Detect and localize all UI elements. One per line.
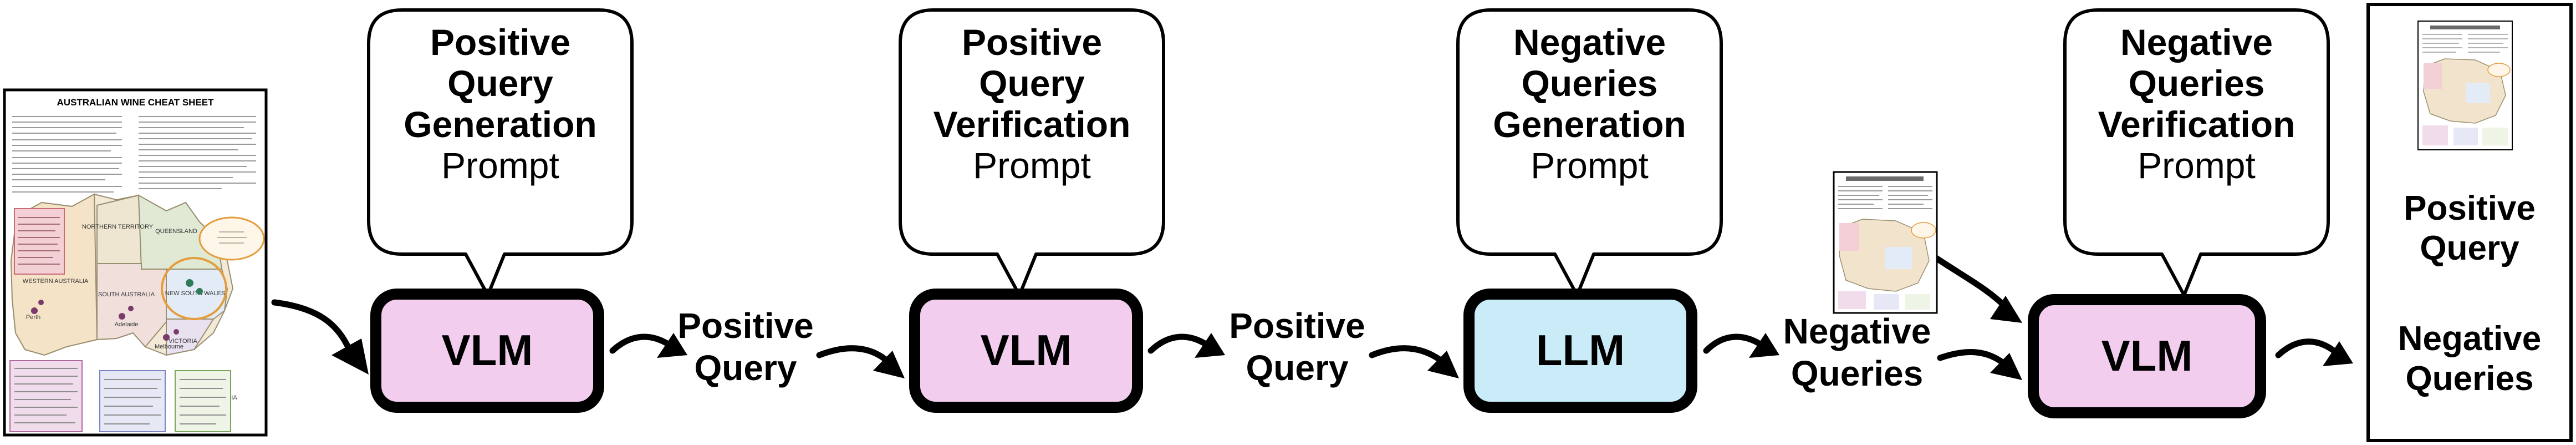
model-box-1 xyxy=(370,289,604,413)
document-bottom-boxes xyxy=(9,360,231,432)
output-2-line-2: Query xyxy=(1246,347,1349,388)
prompt-2-line-1: Positive xyxy=(961,22,1103,63)
final-output-box xyxy=(2366,3,2573,442)
prompt-4-line-4: Prompt xyxy=(2138,144,2256,186)
model-box-3 xyxy=(1463,289,1697,413)
prompt-3-line-3: Generation xyxy=(1493,103,1686,145)
map-label-wa: WESTERN AUSTRALIA xyxy=(23,278,89,285)
output-label-3: Negative Queries xyxy=(1768,311,1946,395)
prompt-1-line-1: Positive xyxy=(430,22,571,63)
model-box-2 xyxy=(909,289,1143,413)
map-label-adelaide: Adelaide xyxy=(115,321,139,328)
output-1-line-2: Query xyxy=(694,347,797,388)
map-label-sa: SOUTH AUSTRALIA xyxy=(98,291,155,298)
document-title: AUSTRALIAN WINE CHEAT SHEET xyxy=(57,97,214,108)
prompt-bubble-2 xyxy=(899,8,1165,297)
model-label-4: VLM xyxy=(2101,331,2193,381)
arrow-vlm2-to-label2 xyxy=(1147,333,1209,354)
document-text-lines xyxy=(12,116,256,193)
prompt-4-line-2: Queries xyxy=(2128,62,2265,104)
output-3-line-2: Queries xyxy=(1791,353,1924,393)
model-label-3: LLM xyxy=(1536,326,1625,375)
arrow-doc-to-vlm1 xyxy=(271,299,353,353)
prompt-2-line-2: Query xyxy=(979,62,1085,104)
prompt-text-1: Positive Query Generation Prompt xyxy=(374,22,626,186)
map-label-nt: NORTHERN TERRITORY xyxy=(82,224,154,230)
output-label-2: Positive Query xyxy=(1217,305,1378,389)
output-1-line-1: Positive xyxy=(677,306,814,346)
prompt-1-line-3: Generation xyxy=(404,103,597,145)
map-label-perth: Perth xyxy=(26,314,40,321)
prompt-3-line-4: Prompt xyxy=(1531,144,1649,186)
flow-arrows xyxy=(271,252,2337,367)
arrow-label1-to-vlm2 xyxy=(816,345,890,364)
prompt-1-line-2: Query xyxy=(447,62,553,104)
prompt-bubble-1 xyxy=(367,8,634,297)
model-box-4 xyxy=(2028,294,2266,418)
final-negative-line-1: Negative xyxy=(2398,320,2542,358)
final-negative-line-2: Queries xyxy=(2405,359,2534,398)
document-thumbnail-small xyxy=(1833,171,1938,314)
map-pins xyxy=(31,279,203,341)
prompt-1-line-4: Prompt xyxy=(441,144,559,186)
map-label-melbourne: Melbourne xyxy=(155,343,183,350)
final-positive-query: Positive Query xyxy=(2371,189,2568,269)
prompt-3-line-1: Negative xyxy=(1513,22,1666,63)
arrow-llm-to-label3 xyxy=(1703,333,1763,354)
prompt-2-line-3: Verification xyxy=(933,103,1131,145)
final-positive-line-1: Positive xyxy=(2404,189,2536,227)
arrow-label2-to-llm xyxy=(1369,345,1445,364)
map-label-qld: QUEENSLAND xyxy=(155,228,197,235)
prompt-3-line-2: Queries xyxy=(1521,62,1658,104)
prompt-text-3: Negative Queries Generation Prompt xyxy=(1463,22,1716,186)
prompt-bubble-4 xyxy=(2063,8,2330,297)
final-negative-queries: Negative Queries xyxy=(2371,319,2568,399)
model-label-2: VLM xyxy=(980,326,1072,375)
prompt-4-line-1: Negative xyxy=(2120,22,2273,63)
arrow-vlm3-to-output xyxy=(2275,338,2337,358)
map-label-nsw: NEW SOUTH WALES xyxy=(165,290,225,297)
map-label-vic: VICTORIA xyxy=(169,338,197,345)
output-3-line-1: Negative xyxy=(1783,311,1931,351)
prompt-bubble-3 xyxy=(1456,8,1723,297)
prompt-text-2: Positive Query Verification Prompt xyxy=(906,22,1158,186)
output-label-1: Positive Query xyxy=(665,305,826,389)
prompt-text-4: Negative Queries Verification Prompt xyxy=(2070,22,2323,186)
arrow-heads xyxy=(331,296,2353,380)
model-label-1: VLM xyxy=(441,326,533,375)
australia-map: WESTERN AUSTRALIA NORTHERN TERRITORY QUE… xyxy=(10,193,265,401)
arrow-vlm1-to-label1 xyxy=(609,333,671,354)
output-2-line-1: Positive xyxy=(1229,306,1365,346)
prompt-4-line-3: Verification xyxy=(2098,103,2296,145)
arrow-thumb-to-vlm3 xyxy=(1929,252,2010,311)
prompt-2-line-4: Prompt xyxy=(973,144,1091,186)
input-document: AUSTRALIAN WINE CHEAT SHEET xyxy=(3,88,268,437)
arrow-label3-to-vlm3 xyxy=(1937,349,2007,367)
final-positive-line-2: Query xyxy=(2420,229,2519,267)
